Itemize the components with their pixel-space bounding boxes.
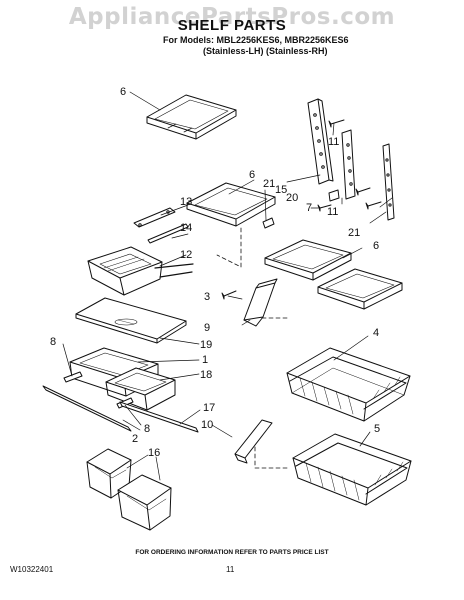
callout-8: 8	[50, 336, 56, 348]
part-20-bracket[interactable]	[328, 189, 340, 202]
callout-2: 2	[132, 433, 138, 445]
callout-20: 20	[286, 192, 298, 204]
part-8-clip-right[interactable]	[116, 397, 134, 409]
part-6-shelf-right-b[interactable]	[317, 268, 403, 310]
part-8-clip-left[interactable]	[63, 371, 83, 383]
watermark: AppliancePartsPros.com	[68, 4, 396, 30]
model-line-1: For Models: MBL2256KES6, MBR2256KES6	[163, 35, 349, 45]
part-21-shelf-rail-right[interactable]	[341, 129, 395, 221]
part-7-screw[interactable]	[317, 204, 332, 212]
callout-16: 16	[148, 447, 160, 459]
callout-7: 7	[306, 202, 312, 214]
callout-1: 1	[202, 354, 208, 366]
callout-9: 9	[204, 322, 210, 334]
part-15-screw[interactable]	[262, 217, 275, 229]
page-title: SHELF PARTS	[177, 17, 287, 34]
callout-5: 5	[374, 423, 380, 435]
callout-6: 6	[249, 169, 255, 181]
callout-18: 18	[200, 369, 212, 381]
page-number: 11	[226, 565, 235, 574]
document-number: W10322401	[10, 565, 54, 574]
callout-6: 6	[373, 240, 379, 252]
callout-12: 12	[180, 249, 192, 261]
callout-21: 21	[263, 178, 275, 190]
model-list: For Models: MBL2256KES6, MBR2256KES6 (St…	[163, 35, 349, 57]
callout-4: 4	[373, 327, 379, 339]
part-17-rod[interactable]	[119, 401, 199, 433]
part-11-screw[interactable]	[328, 119, 382, 210]
callout-10: 10	[201, 419, 213, 431]
callout-17: 17	[203, 402, 215, 414]
part-9-bracket[interactable]	[243, 278, 278, 327]
part-5-wire-basket[interactable]	[292, 433, 412, 506]
callout-3: 3	[204, 291, 210, 303]
callout-19: 19	[200, 339, 212, 351]
part-16-bin-lower[interactable]	[117, 474, 172, 531]
part-12-rod[interactable]	[154, 263, 194, 278]
callout-8: 8	[144, 423, 150, 435]
part-12-pan[interactable]	[87, 246, 163, 296]
part-13-crisper-cover-trim[interactable]	[133, 207, 176, 228]
callout-13: 13	[180, 196, 192, 208]
part-19-glass-shelf[interactable]	[75, 297, 187, 344]
part-14-rail[interactable]	[147, 223, 189, 244]
callout-14: 14	[180, 222, 192, 234]
part-3-screw[interactable]	[221, 290, 237, 300]
model-line-2: (Stainless-LH) (Stainless-RH)	[203, 46, 328, 56]
callout-6: 6	[120, 86, 126, 98]
part-6-shelf-middle[interactable]	[186, 182, 276, 227]
ordering-note: FOR ORDERING INFORMATION REFER TO PARTS …	[135, 549, 329, 556]
part-21-shelf-rail-left[interactable]	[307, 98, 334, 185]
callout-15: 15	[275, 184, 287, 196]
part-2-trim[interactable]	[42, 385, 132, 432]
callout-11: 11	[328, 136, 339, 148]
part-6-shelf-top[interactable]	[146, 94, 237, 140]
callout-11: 11	[327, 206, 338, 218]
part-10-bracket[interactable]	[234, 419, 273, 464]
part-6-shelf-right-a[interactable]	[264, 239, 352, 281]
part-4-wire-basket[interactable]	[286, 347, 411, 422]
callout-21: 21	[348, 227, 360, 239]
